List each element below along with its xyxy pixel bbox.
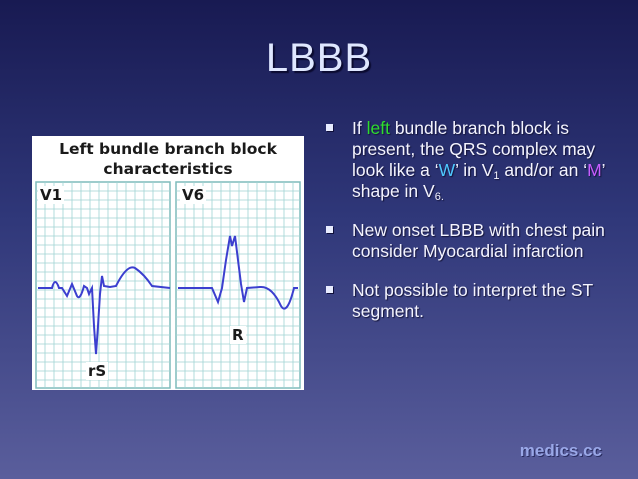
figure-title-line1: Left bundle branch block (59, 140, 277, 158)
ecg-figure: Left bundle branch block characteristics… (32, 136, 304, 390)
bullet-item-new-onset: New onset LBBB with chest pain consider … (322, 220, 622, 262)
bullet-item-lbbb-shape: If left bundle branch block is present, … (322, 118, 622, 203)
bullet-list: If left bundle branch block is present, … (322, 118, 622, 340)
square-bullet-icon (326, 286, 333, 293)
wave-label-rs: rS (86, 362, 109, 380)
highlight-w: W (438, 160, 456, 180)
lead-label-v6: V6 (180, 186, 207, 204)
figure-title-line2: characteristics (103, 160, 233, 178)
ecg-trace-v1 (38, 266, 171, 355)
ecg-diagram (35, 181, 301, 389)
watermark: medics.cc (519, 441, 602, 460)
square-bullet-icon (326, 124, 333, 131)
ecg-trace-v6 (178, 235, 298, 310)
highlight-m: M (587, 160, 602, 180)
bullet-item-st-segment: Not possible to interpret the ST segment… (322, 280, 622, 322)
highlight-left: left (366, 118, 390, 138)
figure-title: Left bundle branch block characteristics (32, 139, 304, 179)
wave-label-r: R (230, 326, 246, 344)
slide-title: LBBB (265, 36, 373, 80)
lead-label-v1: V1 (38, 186, 65, 204)
square-bullet-icon (326, 226, 333, 233)
ecg-grid-v6 (175, 181, 301, 389)
